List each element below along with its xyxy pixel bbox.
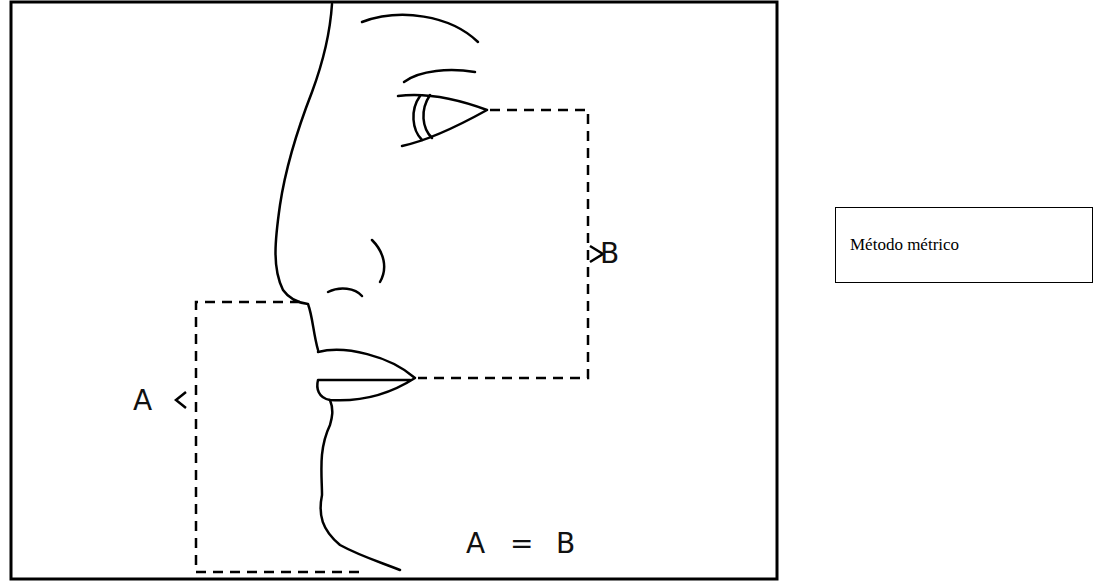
dimension-label: = [510,530,533,558]
iris [413,95,432,140]
hair-line [362,15,478,42]
lips [317,350,415,400]
profile-upper [276,4,333,350]
caption-text: Método métrico [850,235,959,255]
dimension-label: B [556,530,575,558]
dimension-label: A [133,387,152,415]
caption-box: Método métrico [835,207,1093,283]
dimension-a [196,302,360,572]
dimension-label: B [600,240,619,268]
eye [398,95,487,146]
chin [321,400,400,570]
nose-base [328,289,362,296]
bracket-a [176,392,186,408]
nostril [372,240,384,282]
eyebrow [404,70,475,82]
dimension-label: A [466,530,485,558]
frame [11,2,777,579]
dimension-b [418,110,588,378]
